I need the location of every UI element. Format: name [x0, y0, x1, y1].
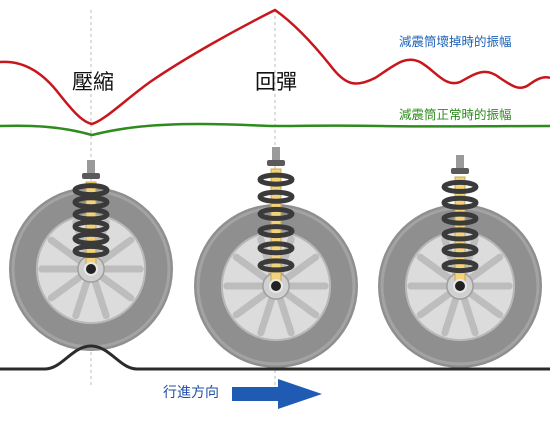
direction-arrow-shaft	[232, 387, 286, 401]
rim-spoke	[441, 294, 460, 337]
wheel-assembly-rebound	[194, 147, 358, 368]
rim-spoke	[47, 236, 84, 265]
direction-arrow-head	[278, 379, 322, 409]
rim-spoke	[72, 277, 91, 320]
axle	[84, 262, 98, 276]
axle	[453, 279, 467, 293]
road-surface	[0, 344, 550, 371]
rim-spoke	[47, 273, 84, 302]
normal-damper-legend-label: 減震筒正常時的振幅	[399, 107, 512, 122]
spring-top-seat	[267, 160, 285, 166]
rim-spoke	[460, 294, 479, 337]
damper-top-mount	[456, 155, 464, 169]
spring-coil	[72, 183, 110, 198]
spring-coil	[72, 207, 110, 222]
broken-damper-legend-label: 減震筒壞掉時的振幅	[399, 34, 512, 49]
spring-coil	[441, 179, 479, 194]
spring-coil	[257, 258, 295, 273]
spring-coil	[72, 195, 110, 210]
spring-coil	[441, 227, 479, 242]
direction-arrow	[232, 379, 322, 409]
rim-spoke	[91, 277, 110, 320]
wheel-assembly-compressed	[9, 160, 173, 351]
rim-spoke	[232, 253, 269, 282]
spring-coil	[257, 189, 295, 204]
spring-coil	[257, 206, 295, 221]
rebound-label: 回彈	[255, 70, 297, 94]
spring-coil	[441, 243, 479, 258]
compress-label: 壓縮	[72, 70, 114, 94]
wheel-assembly-normal	[378, 155, 542, 368]
rim-spoke	[467, 253, 504, 282]
spring-top-seat	[451, 168, 469, 174]
rim-spoke	[467, 290, 504, 319]
spring-coil	[441, 195, 479, 210]
rim-spoke	[416, 290, 453, 319]
direction-label: 行進方向	[163, 385, 219, 401]
rim-spoke	[257, 294, 276, 337]
spring-coil	[441, 259, 479, 274]
rim-spoke	[232, 290, 269, 319]
spring-top-seat	[82, 173, 100, 179]
spring-coil	[72, 219, 110, 234]
damper-top-mount	[87, 160, 95, 174]
rim-spoke	[416, 253, 453, 282]
broken-damper-amplitude-curve	[0, 8, 550, 126]
spring-coil	[441, 211, 479, 226]
normal-damper-amplitude-curve	[0, 122, 550, 137]
rim-spoke	[98, 273, 135, 302]
rim-spoke	[276, 294, 295, 337]
damper-top-mount	[272, 147, 280, 161]
spring-coil	[72, 243, 110, 258]
axle	[269, 279, 283, 293]
spring-coil	[257, 224, 295, 239]
spring-coil	[257, 172, 295, 187]
rim-spoke	[98, 236, 135, 265]
rim-spoke	[283, 253, 320, 282]
rim-spoke	[283, 290, 320, 319]
spring-coil	[72, 231, 110, 246]
spring-coil	[257, 241, 295, 256]
